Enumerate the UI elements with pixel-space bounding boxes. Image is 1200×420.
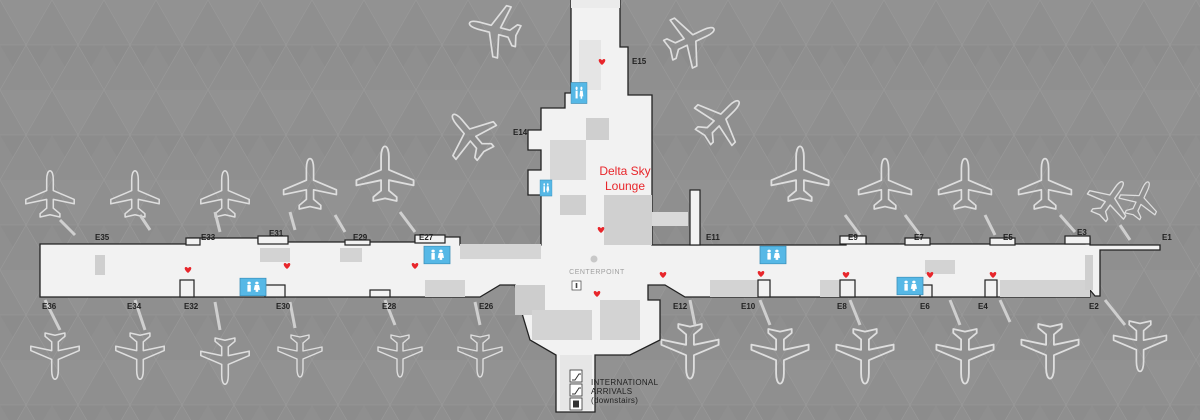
centerpoint-label: CENTERPOINT xyxy=(569,269,625,276)
gate-label-e2: E2 xyxy=(1089,302,1099,311)
gate-label-e4: E4 xyxy=(978,302,988,311)
info-icon xyxy=(571,280,582,291)
gate-label-e3: E3 xyxy=(1077,228,1087,237)
escalator-icon xyxy=(569,383,583,397)
gate-label-e28: E28 xyxy=(382,302,397,311)
gate-label-e9: E9 xyxy=(848,233,858,242)
restroom-icon xyxy=(423,245,451,265)
gate-walls xyxy=(179,189,1091,298)
gate-label-e29: E29 xyxy=(353,233,368,242)
restroom-icon xyxy=(570,81,588,105)
interior-areas xyxy=(95,0,1093,410)
gate-label-e5: E5 xyxy=(1003,233,1013,242)
intl-arrivals-line3: (downstairs) xyxy=(591,396,638,405)
gate-label-e7: E7 xyxy=(914,233,924,242)
jet-bridges xyxy=(43,211,1132,331)
restroom-icon xyxy=(239,277,267,297)
lounge-label-line2: Lounge xyxy=(605,179,645,193)
lounge-label-line1: Delta Sky xyxy=(599,164,650,178)
gate-label-e32: E32 xyxy=(184,302,199,311)
restroom-icon xyxy=(539,179,553,197)
gate-label-e27: E27 xyxy=(419,233,434,242)
gate-label-e1: E1 xyxy=(1162,233,1172,242)
restroom-icon xyxy=(896,276,924,296)
gate-labels: E35 E33 E31 E29 E27 E14 E15 E11 E9 E7 E5… xyxy=(42,57,1172,311)
gate-label-e26: E26 xyxy=(479,302,494,311)
gate-label-e35: E35 xyxy=(95,233,110,242)
gate-label-e15: E15 xyxy=(632,57,647,66)
centerpoint-marker xyxy=(590,255,598,263)
restroom-icon xyxy=(759,245,787,265)
gate-label-e30: E30 xyxy=(276,302,291,311)
intl-arrivals-line2: ARRIVALS xyxy=(591,387,632,396)
gate-label-e33: E33 xyxy=(201,233,216,242)
gate-label-e34: E34 xyxy=(127,302,142,311)
gate-label-e11: E11 xyxy=(706,233,720,242)
elevator-icon xyxy=(569,397,583,411)
intl-arrivals-icons xyxy=(569,369,583,411)
gate-label-e14: E14 xyxy=(513,128,528,137)
gate-label-e12: E12 xyxy=(673,302,688,311)
gate-label-e6: E6 xyxy=(920,302,930,311)
gate-label-e8: E8 xyxy=(837,302,847,311)
gate-label-e31: E31 xyxy=(269,229,284,238)
intl-arrivals-line1: INTERNATIONAL xyxy=(591,378,659,387)
gate-label-e36: E36 xyxy=(42,302,57,311)
escalator-icon xyxy=(569,369,583,383)
gate-label-e10: E10 xyxy=(741,302,756,311)
